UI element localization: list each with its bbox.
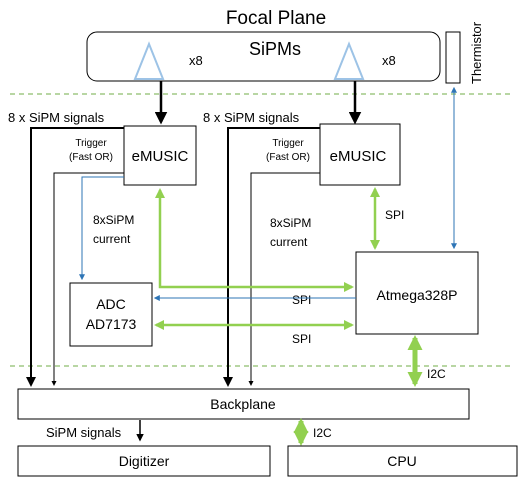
adc-model-label: AD7173 [86, 316, 137, 332]
trigger-left-label: Trigger [75, 138, 107, 149]
trigger-right-wire [248, 172, 320, 386]
adc-label: ADC [96, 296, 126, 312]
atmega-box [355, 251, 479, 335]
sipm-signals-right-wire [223, 127, 320, 387]
sipm-signals-right-label: 8 x SiPM signals [203, 110, 300, 125]
sipms-label: SiPMs [249, 39, 301, 59]
current-left-label: 8xSiPM [93, 213, 134, 227]
emusic-right-box [319, 123, 401, 186]
emusic-left-box [123, 125, 197, 186]
current-left-wire [79, 176, 124, 281]
adc-box [69, 282, 153, 347]
spi-right-label: SPI [385, 208, 404, 222]
trigger-left-wire [51, 172, 124, 386]
spi-lower-label: SPI [292, 332, 311, 346]
trigger-right-label: Trigger [272, 138, 304, 149]
cpu-box [287, 445, 518, 477]
i2c-cpu-label: I2C [313, 426, 332, 440]
cpu-label: CPU [387, 453, 417, 469]
trigger-left-sublabel: (Fast OR) [69, 152, 113, 163]
sipm-triangle-left [133, 41, 165, 80]
sipm-signals-left-label: 8 x SiPM signals [8, 110, 105, 125]
digitizer-label: Digitizer [119, 453, 170, 469]
current-right-label: 8xSiPM [270, 216, 311, 230]
atmega-label: Atmega328P [377, 287, 458, 303]
emusic-right-label: eMUSIC [330, 148, 387, 165]
sipm-count-right: x8 [382, 53, 396, 68]
thermistor-label: Thermistor [469, 21, 484, 84]
sipm-signals-left-wire [26, 127, 124, 387]
sipm-triangle-right [333, 41, 365, 80]
i2c-mcu-label: I2C [427, 367, 446, 381]
thermistor-box [445, 31, 461, 84]
sipm-signals-out-label: SiPM signals [46, 425, 122, 440]
digitizer-box [17, 445, 271, 477]
focal-plane-title: Focal Plane [226, 8, 326, 29]
sipm-count-left: x8 [189, 53, 203, 68]
backplane-label: Backplane [210, 396, 276, 412]
backplane-box [17, 388, 470, 420]
trigger-right-sublabel: (Fast OR) [266, 152, 310, 163]
emusic-left-label: eMUSIC [132, 148, 189, 165]
current-left-sublabel: current [93, 232, 131, 246]
spi-emusic-left-wire [155, 188, 354, 292]
sipms-box [86, 31, 441, 82]
spi-upper-label: SPI [292, 293, 311, 307]
current-right-sublabel: current [270, 235, 308, 249]
